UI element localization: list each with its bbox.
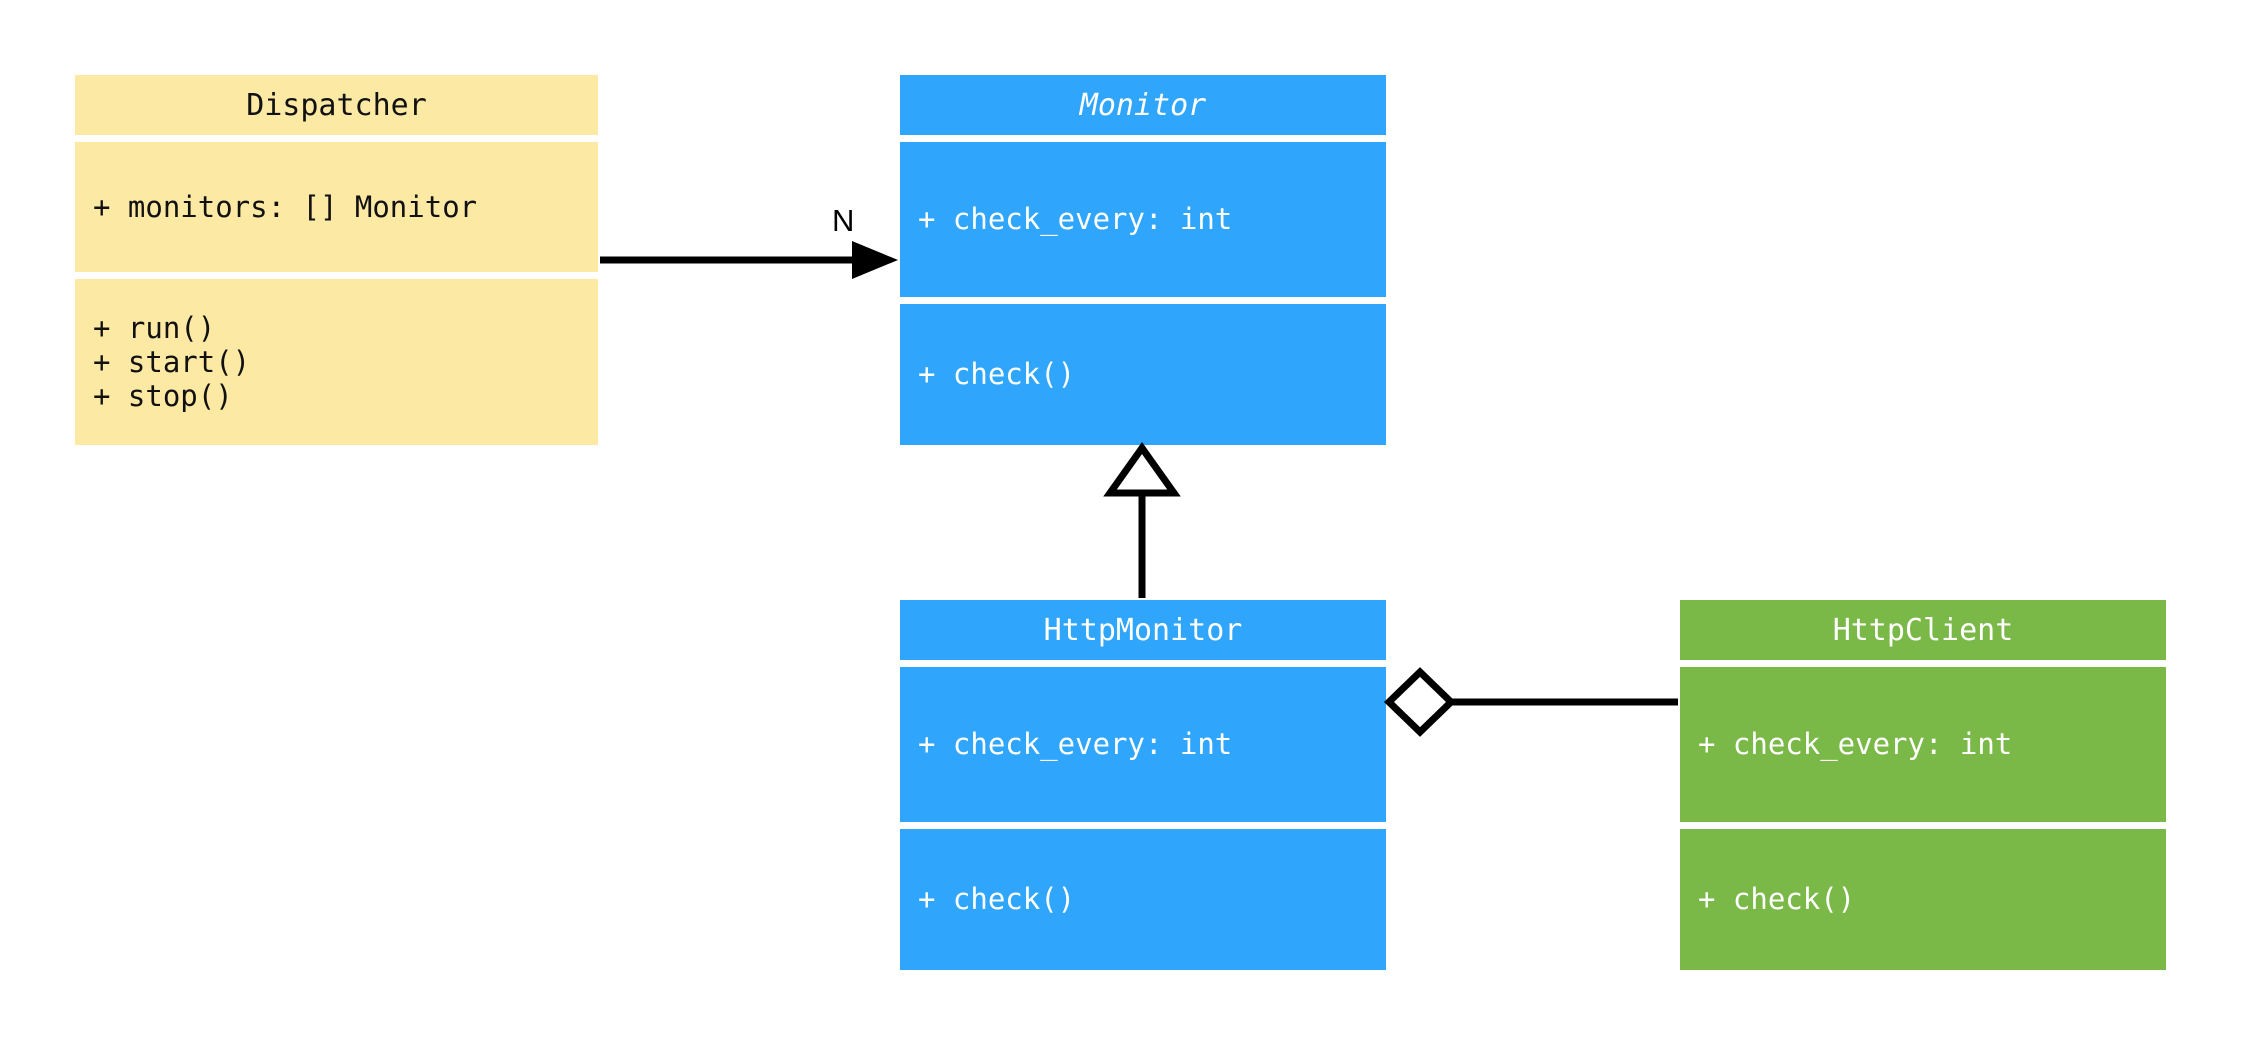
class-title-http-client: HttpClient (1680, 600, 2166, 660)
compartment-divider (75, 272, 598, 279)
method-row: + check() (918, 882, 1076, 917)
hollow-diamond-icon (1383, 667, 1457, 737)
edge-dispatcher-to-monitor (600, 241, 898, 279)
compartment-divider (900, 822, 1386, 829)
class-box-http-client[interactable]: HttpClient + check_every: int + check() (1680, 600, 2166, 970)
class-title-http-monitor: HttpMonitor (900, 600, 1386, 660)
compartment-divider (1680, 822, 2166, 829)
attributes-compartment-http-client: + check_every: int (1680, 667, 2166, 822)
attribute-row: + monitors: [] Monitor (93, 189, 478, 224)
class-title-monitor: Monitor (900, 75, 1386, 135)
class-box-http-monitor[interactable]: HttpMonitor + check_every: int + check() (900, 600, 1386, 970)
methods-compartment-monitor: + check() (900, 304, 1386, 445)
compartment-divider (1680, 660, 2166, 667)
method-row: + run() (93, 310, 216, 345)
hollow-triangle-icon (1103, 441, 1181, 497)
compartment-divider (900, 660, 1386, 667)
attribute-row: + check_every: int (918, 202, 1233, 237)
class-box-monitor[interactable]: Monitor + check_every: int + check() (900, 75, 1386, 445)
filled-arrowhead-icon (852, 241, 898, 279)
attribute-row: + check_every: int (918, 727, 1233, 762)
methods-compartment-http-client: + check() (1680, 829, 2166, 970)
method-row: + check() (1698, 882, 1856, 917)
edge-http-monitor-to-monitor (1103, 441, 1181, 598)
compartment-divider (75, 135, 598, 142)
attributes-compartment-monitor: + check_every: int (900, 142, 1386, 297)
method-row: + stop() (93, 379, 233, 414)
class-title-dispatcher: Dispatcher (75, 75, 598, 135)
methods-compartment-http-monitor: + check() (900, 829, 1386, 970)
attributes-compartment-dispatcher: + monitors: [] Monitor (75, 142, 598, 272)
method-row: + start() (93, 344, 251, 379)
methods-compartment-dispatcher: + run() + start() + stop() (75, 279, 598, 445)
class-box-dispatcher[interactable]: Dispatcher + monitors: [] Monitor + run(… (75, 75, 598, 445)
edge-label-multiplicity-n: N (832, 203, 855, 238)
compartment-divider (900, 297, 1386, 304)
edge-http-monitor-to-http-client (1383, 667, 1678, 737)
compartment-divider (900, 135, 1386, 142)
method-row: + check() (918, 357, 1076, 392)
attribute-row: + check_every: int (1698, 727, 2013, 762)
attributes-compartment-http-monitor: + check_every: int (900, 667, 1386, 822)
